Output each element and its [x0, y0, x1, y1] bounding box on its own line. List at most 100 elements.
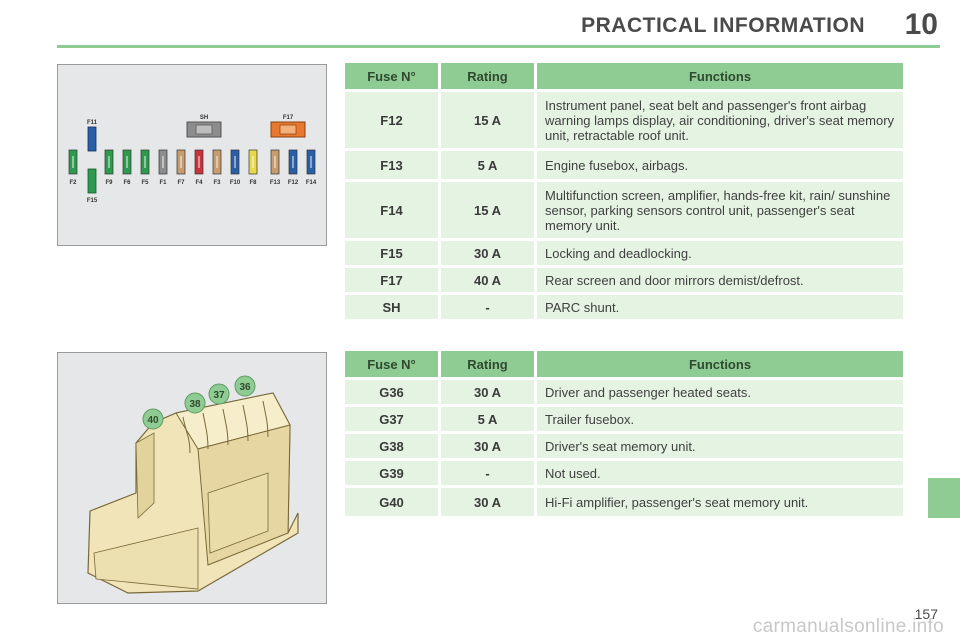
label-f9: F9	[105, 180, 113, 186]
fuse-f8-element	[252, 156, 254, 168]
cell-rating: 5 A	[441, 151, 537, 179]
table-row: SH - PARC shunt.	[345, 295, 903, 319]
fuse-f7-element	[180, 156, 182, 168]
cell-functions: Rear screen and door mirrors demist/defr…	[537, 268, 903, 292]
label-f4: F4	[195, 180, 203, 186]
callout-37-label: 37	[213, 390, 225, 401]
label-f15: F15	[87, 198, 98, 204]
fuse-f2-element	[72, 156, 74, 168]
label-f2: F2	[69, 180, 77, 186]
cell-rating: 30 A	[441, 241, 537, 265]
fuse-f3	[212, 149, 222, 175]
callout-40: 40	[142, 408, 164, 430]
page-number: 157	[914, 606, 938, 622]
cell-fuse: SH	[345, 295, 441, 319]
table-row: G38 30 A Driver's seat memory unit.	[345, 434, 903, 458]
cell-fuse: F13	[345, 151, 441, 179]
header-divider	[57, 45, 940, 48]
cell-functions: Engine fusebox, airbags.	[537, 151, 903, 179]
cell-rating: 30 A	[441, 488, 537, 516]
callout-36-circle	[234, 375, 256, 397]
cell-fuse: G40	[345, 488, 441, 516]
label-f6: F6	[123, 180, 131, 186]
fuse-f15: F15	[87, 168, 98, 204]
cell-functions: Hi-Fi amplifier, passenger's seat memory…	[537, 488, 903, 516]
cell-functions: PARC shunt.	[537, 295, 903, 319]
header-fuse: Fuse N°	[345, 63, 441, 89]
header-functions: Functions	[537, 63, 903, 89]
cell-functions: Instrument panel, seat belt and passenge…	[537, 92, 903, 148]
cell-functions: Trailer fusebox.	[537, 407, 903, 431]
table-row: G37 5 A Trailer fusebox.	[345, 407, 903, 431]
fuse-f6-element	[126, 156, 128, 168]
callout-38-label: 38	[189, 399, 201, 410]
relay-box-clip	[135, 432, 155, 519]
callout-40-circle	[142, 408, 164, 430]
fuse-f10	[230, 149, 240, 175]
chapter-number: 10	[904, 8, 938, 41]
relay-box-recess	[207, 472, 269, 554]
f17-window	[279, 124, 297, 135]
cell-functions: Driver and passenger heated seats.	[537, 380, 903, 404]
fuse-f13-element	[274, 156, 276, 168]
cell-functions: Locking and deadlocking.	[537, 241, 903, 265]
fuse-f12-element	[292, 156, 294, 168]
table-header-row: Fuse N° Rating Functions	[345, 351, 903, 377]
callout-38: 38	[184, 392, 206, 414]
table-row: F13 5 A Engine fusebox, airbags.	[345, 151, 903, 179]
fuse-f2	[68, 149, 78, 175]
table-row: G40 30 A Hi-Fi amplifier, passenger's se…	[345, 488, 903, 516]
label-f7: F7	[177, 180, 185, 186]
header-functions: Functions	[537, 351, 903, 377]
header-rating: Rating	[441, 351, 537, 377]
fuse-f13	[270, 149, 280, 175]
fuse-f12	[288, 149, 298, 175]
fuse-f1	[158, 149, 168, 175]
fuse-f6	[122, 149, 132, 175]
cell-functions: Not used.	[537, 461, 903, 485]
header-rating: Rating	[441, 63, 537, 89]
cell-fuse: F14	[345, 182, 441, 238]
fuse-f1-element	[162, 156, 164, 168]
fuse-f8	[248, 149, 258, 175]
label-f1: F1	[159, 180, 167, 186]
label-f14: F14	[306, 180, 317, 186]
fuse-f3-element	[216, 156, 218, 168]
f11-body	[87, 126, 97, 152]
cell-rating: -	[441, 295, 537, 319]
label-f3: F3	[213, 180, 221, 186]
chapter-side-tab	[928, 478, 960, 518]
shunt-sh: SH	[186, 115, 222, 138]
fuse-f17: F17	[270, 115, 306, 138]
label-f12: F12	[288, 180, 299, 186]
fuse-f4-element	[198, 156, 200, 168]
callout-36: 36	[234, 375, 256, 397]
table-row: F12 15 A Instrument panel, seat belt and…	[345, 92, 903, 148]
fuse-f7	[176, 149, 186, 175]
fuse-f9-element	[108, 156, 110, 168]
label-f5: F5	[141, 180, 149, 186]
relay-box-svg: 36 37 38 40	[87, 375, 299, 594]
fuse-f10-element	[234, 156, 236, 168]
relay-box-diagram: 36 37 38 40	[57, 352, 327, 604]
watermark-text: carmanualsonline.info	[752, 616, 944, 637]
cell-functions: Multifunction screen, amplifier, hands-f…	[537, 182, 903, 238]
cell-fuse: G37	[345, 407, 441, 431]
shunt-window	[195, 124, 213, 135]
fuse-f5	[140, 149, 150, 175]
fuse-f14-element	[310, 156, 312, 168]
cell-rating: 30 A	[441, 380, 537, 404]
fuse-table-main: Fuse N° Rating Functions F12 15 A Instru…	[345, 60, 903, 322]
cell-fuse: G36	[345, 380, 441, 404]
label-f10: F10	[230, 180, 241, 186]
fuse-f5-element	[144, 156, 146, 168]
cell-rating: -	[441, 461, 537, 485]
cell-fuse: F15	[345, 241, 441, 265]
callout-38-circle	[184, 392, 206, 414]
fuse-table-relay: Fuse N° Rating Functions G36 30 A Driver…	[345, 348, 903, 519]
cell-fuse: G38	[345, 434, 441, 458]
table-row: G36 30 A Driver and passenger heated sea…	[345, 380, 903, 404]
